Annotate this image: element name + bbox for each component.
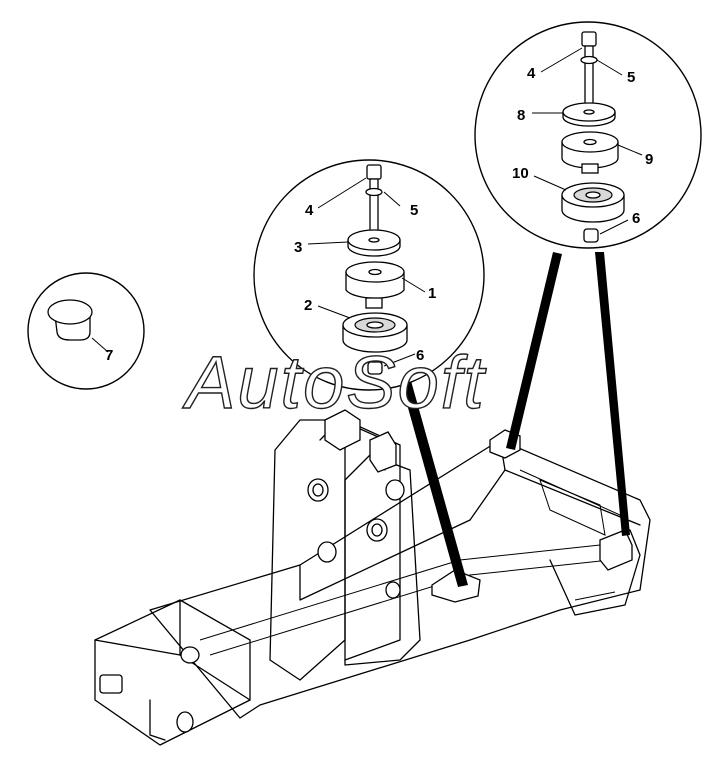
callout-left-bushing: 2 (304, 297, 312, 314)
callout-right-upper-mount: 9 (645, 151, 653, 168)
callout-plug: 7 (105, 347, 113, 364)
callout-right-washer: 5 (627, 69, 635, 86)
detail-circle-plug: 7 (27, 272, 145, 390)
detail-circle-right: 4 5 8 9 10 6 (474, 21, 702, 249)
callout-left-lower-mount: 1 (428, 285, 436, 302)
callout-left-bolt: 4 (305, 202, 314, 219)
detail-circle-left: 4 5 3 1 2 6 (253, 159, 485, 391)
upright-tower (269, 409, 481, 681)
watermark: AutoSoft (182, 341, 487, 424)
callout-left-nut: 6 (416, 347, 424, 364)
callout-right-upper-plate: 8 (517, 107, 525, 124)
callout-right-bolt: 4 (527, 65, 536, 82)
callout-right-nut: 6 (632, 210, 640, 227)
callout-left-washer: 5 (410, 202, 418, 219)
callout-right-bushing: 10 (512, 165, 529, 182)
chassis-frame (94, 429, 651, 746)
callout-left-upper-mount: 3 (294, 239, 302, 256)
leader-lines (398, 252, 630, 587)
